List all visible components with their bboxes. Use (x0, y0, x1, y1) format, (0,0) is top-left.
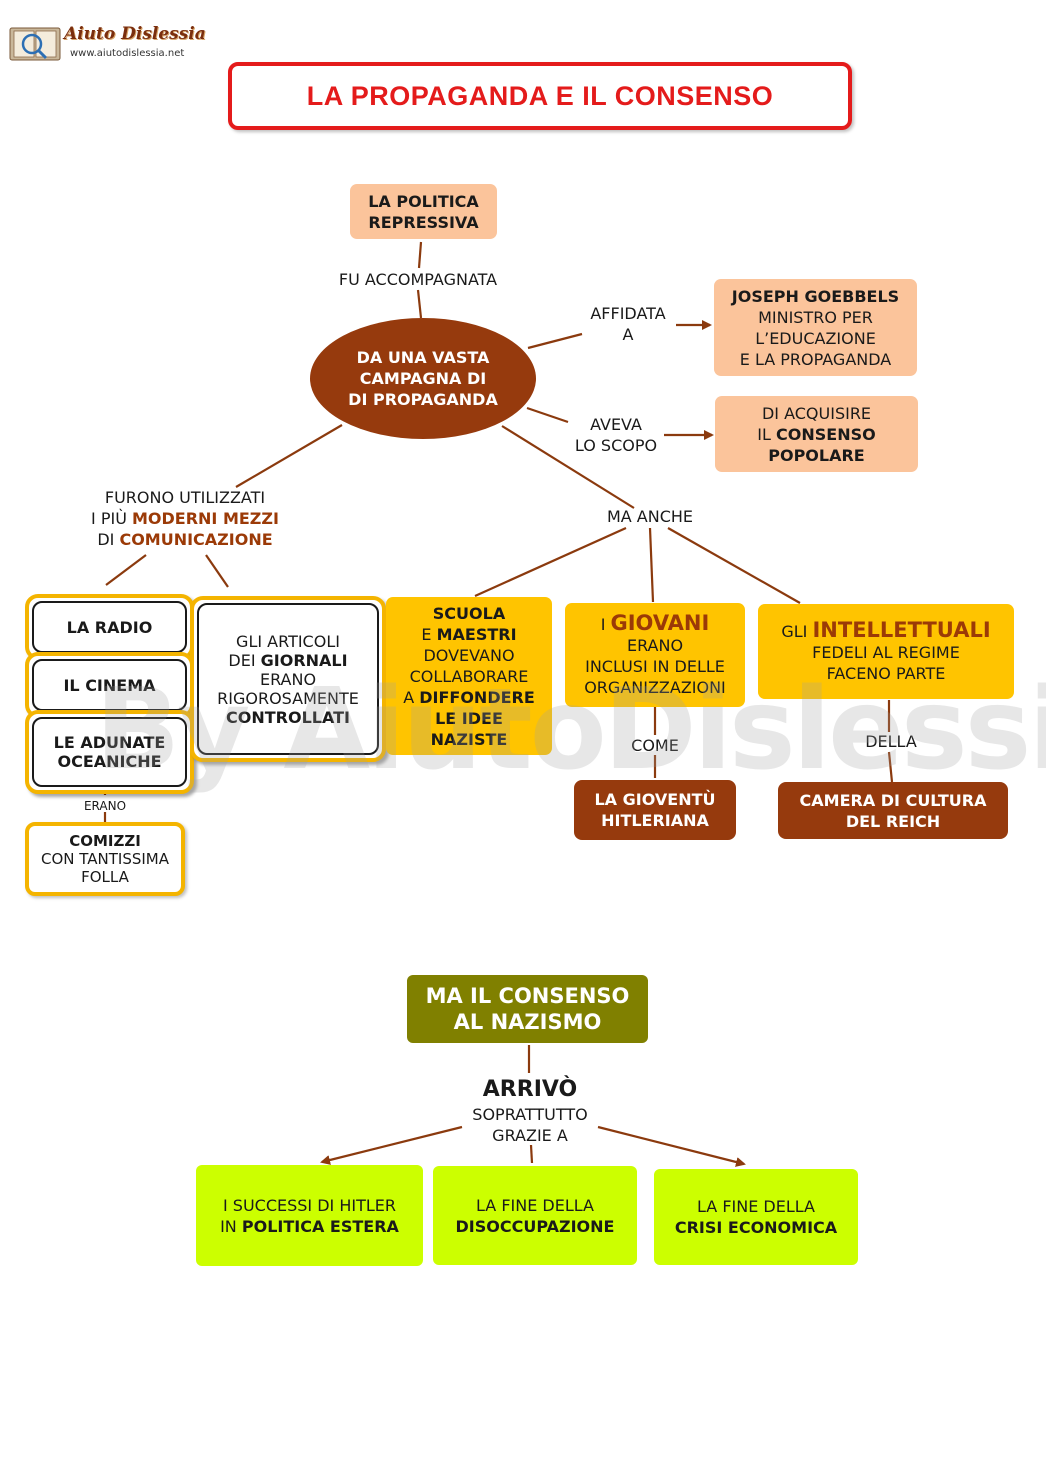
node-fine-disoccupazione: LA FINE DELLA DISOCCUPAZIONE (433, 1166, 637, 1265)
label-mezzi-comunicazione: FURONO UTILIZZATI I PIÙ MODERNI MEZZI DI… (91, 488, 279, 549)
node-adunate-oceaniche: LE ADUNATE OCEANICHE (25, 710, 194, 794)
node-scuola-maestri: SCUOLA E MAESTRI DOVEVANO COLLABORARE A … (386, 597, 552, 755)
node-camera-cultura-reich: CAMERA DI CULTURA DEL REICH (778, 782, 1008, 839)
label-della: DELLA (865, 732, 917, 751)
page-title: LA PROPAGANDA E IL CONSENSO (306, 80, 774, 111)
node-consenso-popolare: DI ACQUISIRE IL CONSENSO POPOLARE (715, 396, 918, 472)
book-icon (9, 27, 61, 61)
node-consenso-nazismo: MA IL CONSENSO AL NAZISMO (407, 975, 648, 1043)
label-come: COME (631, 736, 679, 755)
node-comizi: COMIZZI CON TANTISSIMA FOLLA (25, 822, 185, 896)
node-successi-hitler: I SUCCESSI DI HITLER IN POLITICA ESTERA (196, 1165, 423, 1266)
node-la-radio: LA RADIO (25, 594, 194, 660)
node-politica-repressiva: LA POLITICA REPRESSIVA (350, 184, 497, 239)
label-affidata: AFFIDATA A (590, 304, 666, 344)
label-ma-anche: MA ANCHE (606, 507, 694, 526)
node-gioventu-hitleriana: LA GIOVENTÙ HITLERIANA (574, 780, 736, 840)
site-logo[interactable]: Aiuto Dislessia www.aiutodislessia.net (8, 24, 206, 68)
node-il-cinema: IL CINEMA (25, 652, 194, 718)
node-fine-crisi-economica: LA FINE DELLA CRISI ECONOMICA (654, 1169, 858, 1265)
node-articoli-giornali: GLI ARTICOLI DEI GIORNALI ERANO RIGOROSA… (190, 596, 386, 762)
node-intellettuali: GLI INTELLETTUALI FEDELI AL REGIME FACEN… (758, 604, 1014, 699)
page-title-box: LA PROPAGANDA E IL CONSENSO (228, 62, 852, 130)
logo-title: Aiuto Dislessia (64, 24, 206, 44)
label-fu-accompagnata: FU ACCOMPAGNATA (338, 270, 498, 289)
label-erano: ERANO (83, 799, 127, 813)
node-joseph-goebbels: JOSEPH GOEBBELS MINISTRO PER L’EDUCAZION… (714, 279, 917, 376)
node-i-giovani: I GIOVANI ERANO INCLUSI IN DELLE ORGANIZ… (565, 603, 745, 707)
node-campagna-propaganda: DA UNA VASTA CAMPAGNA DI DI PROPAGANDA (310, 318, 536, 439)
label-arrivo: ARRIVÒ SOPRATTUTTO GRAZIE A (472, 1077, 588, 1145)
label-aveva-lo-scopo: AVEVA LO SCOPO (574, 415, 658, 455)
logo-url: www.aiutodislessia.net (70, 48, 185, 59)
